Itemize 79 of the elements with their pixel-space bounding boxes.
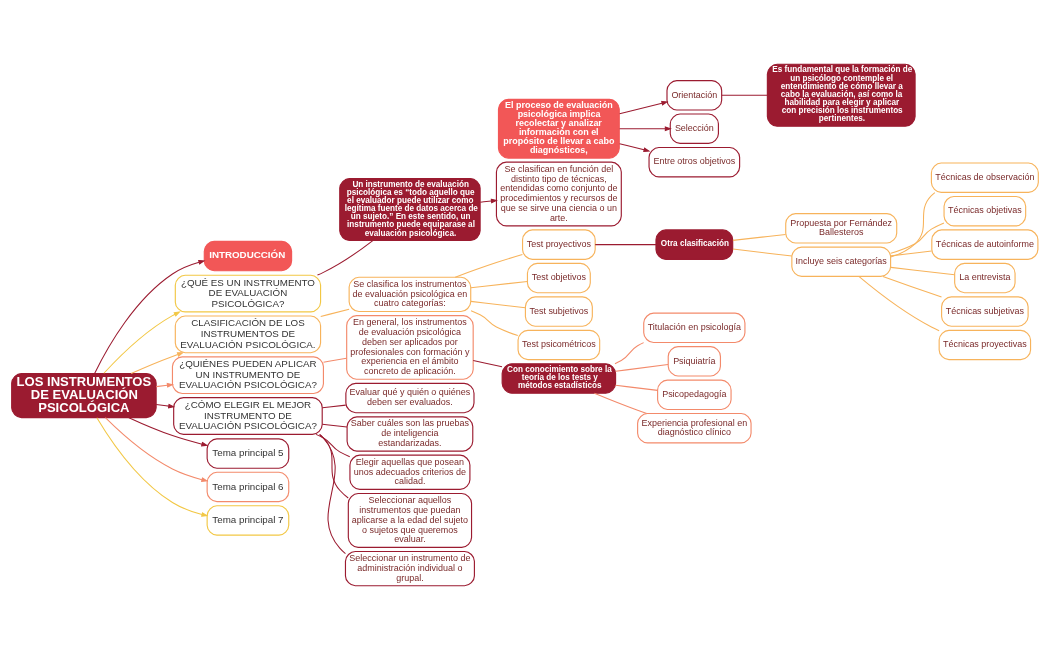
node-box: Selección: [669, 113, 719, 144]
node-box: Con conocimiento sobre la teoría de los tests y métodos estadísticos: [501, 363, 617, 394]
arrow: [94, 260, 206, 374]
arrow: [155, 403, 176, 409]
connector: [323, 357, 347, 363]
node-box: Técnicas de autoinforme: [931, 229, 1039, 260]
connector: [890, 250, 933, 257]
node-box: Test objetivos: [526, 262, 591, 294]
node-box: Tema principal 5: [206, 438, 290, 469]
connector: [472, 360, 503, 368]
node-box: CLASIFICACIÓN DE LOS INSTRUMENTOS DE EVALUACIÓN PSICOLÓGICA.: [174, 315, 322, 354]
arrow: [619, 143, 651, 153]
node-box: Elegir aquellas que posean unos adecuados criterios de calidad.: [349, 454, 471, 490]
node-box: Saber cuáles son las pruebas de inteligencia estandarizadas.: [346, 416, 474, 452]
connector: [594, 244, 657, 246]
arrow: [128, 417, 209, 447]
connector: [615, 384, 659, 391]
node-box: Se clasifican en función del distinto tipo de técnicas, entendidas como conjunto de procedimientos y recursos de que se sirve una ciencia o un arte.: [495, 161, 622, 227]
node-box: INTRODUCCIÓN: [203, 240, 293, 272]
node-box: Propuesta por Fernández Ballesteros: [785, 213, 898, 244]
node-box: Técnicas objetivas: [943, 195, 1027, 227]
connector: [319, 434, 346, 555]
connector: [470, 280, 528, 289]
connector: [615, 364, 669, 372]
node-box: Experiencia profesional en diagnóstico clínico: [637, 412, 752, 444]
connector: [890, 266, 956, 276]
arrow: [96, 417, 209, 517]
node-box: Test psicométricos: [517, 329, 601, 361]
node-box: Evaluar qué y quién o quiénes deben ser evaluados.: [345, 382, 475, 414]
node-box: ¿CÓMO ELEGIR EL MEJOR INSTRUMENTO DE EVALUACIÓN PSICOLÓGICA?: [173, 397, 323, 435]
node-box: En general, los instrumentos de evaluación psicológica deben ser aplicados por profesionales con formación y experiencia en el ámbito concreto de aplicación.: [346, 315, 474, 380]
connector: [882, 275, 943, 298]
node-box: Técnicas subjetivas: [941, 296, 1029, 327]
node-box: Psiquiatría: [667, 346, 722, 377]
node-box: Seleccionar un instrumento de administración individual o grupal.: [344, 550, 475, 587]
arrow: [619, 126, 672, 132]
arrow: [619, 100, 669, 115]
node-box: ¿QUÉ ES UN INSTRUMENTO DE EVALUACIÓN PSICOLÓGICA?: [174, 274, 322, 313]
node-box: ¿QUIÉNES PUEDEN APLICAR UN INSTRUMENTO DE EVALUACIÓN PSICOLÓGICA?: [171, 356, 324, 395]
connector: [321, 404, 347, 409]
node-box: Titulación en psicología: [643, 312, 746, 344]
node-box: Es fundamental que la formación de un psicólogo contemple el entendimiento de cómo llevar a cabo la evaluación, así como la habilidad para elegir y aplicar con precisión los instrumentos pertinentes.: [766, 63, 916, 127]
arrow: [130, 352, 185, 374]
connector: [593, 392, 648, 415]
connector: [858, 276, 940, 332]
node-box: Técnicas de observación: [930, 162, 1039, 193]
node-box: Incluye seis categorías: [791, 246, 892, 277]
arrow: [104, 417, 209, 482]
node-box: Tema principal 6: [206, 471, 290, 503]
arrow: [479, 198, 498, 204]
connector: [454, 254, 523, 278]
node-box: Orientación: [666, 80, 723, 111]
connector: [614, 342, 645, 365]
connector: [316, 240, 374, 276]
connector: [732, 233, 787, 241]
connector: [890, 222, 945, 254]
node-box: Test proyectivos: [521, 229, 596, 260]
node-box: LOS INSTRUMENTOS DE EVALUACIÓN PSICOLÓGICA: [11, 373, 157, 419]
arrow: [103, 311, 181, 374]
connector: [321, 423, 348, 428]
node-box: Entre otros objetivos: [648, 146, 741, 178]
node-box: Otra clasificación: [655, 229, 734, 260]
connector: [315, 433, 351, 458]
connector: [470, 310, 519, 337]
node-box: Seleccionar aquellos instrumentos que puedan aplicarse a la edad del sujeto o sujetos que queremos evaluar.: [347, 492, 473, 548]
node-box: Tema principal 7: [206, 505, 290, 536]
node-box: La entrevista: [954, 262, 1016, 294]
node-box: Psicopedagogía: [657, 379, 732, 411]
connector: [320, 308, 350, 317]
node-box: Un instrumento de evaluación psicológica es “todo aquello que el evaluador puede utilizar como legítima fuente de datos acerca de un sujeto.” En este sentido, un instrumento puede equiparase al evaluación psicológica.: [339, 177, 481, 242]
node-box: El proceso de evaluación psicológica implica recolectar y analizar información con el propósito de llevar a cabo diagnósticos,: [497, 98, 620, 159]
connector: [470, 300, 526, 309]
connector: [732, 248, 793, 257]
connector: [890, 192, 936, 258]
node-box: Técnicas proyectivas: [938, 329, 1032, 361]
node-box: Test subjetivos: [524, 296, 593, 327]
arrow: [155, 382, 174, 388]
connector: [721, 94, 768, 96]
node-box: Se clasifica los instrumentos de evaluación psicológica en cuatro categorías:: [348, 276, 472, 313]
